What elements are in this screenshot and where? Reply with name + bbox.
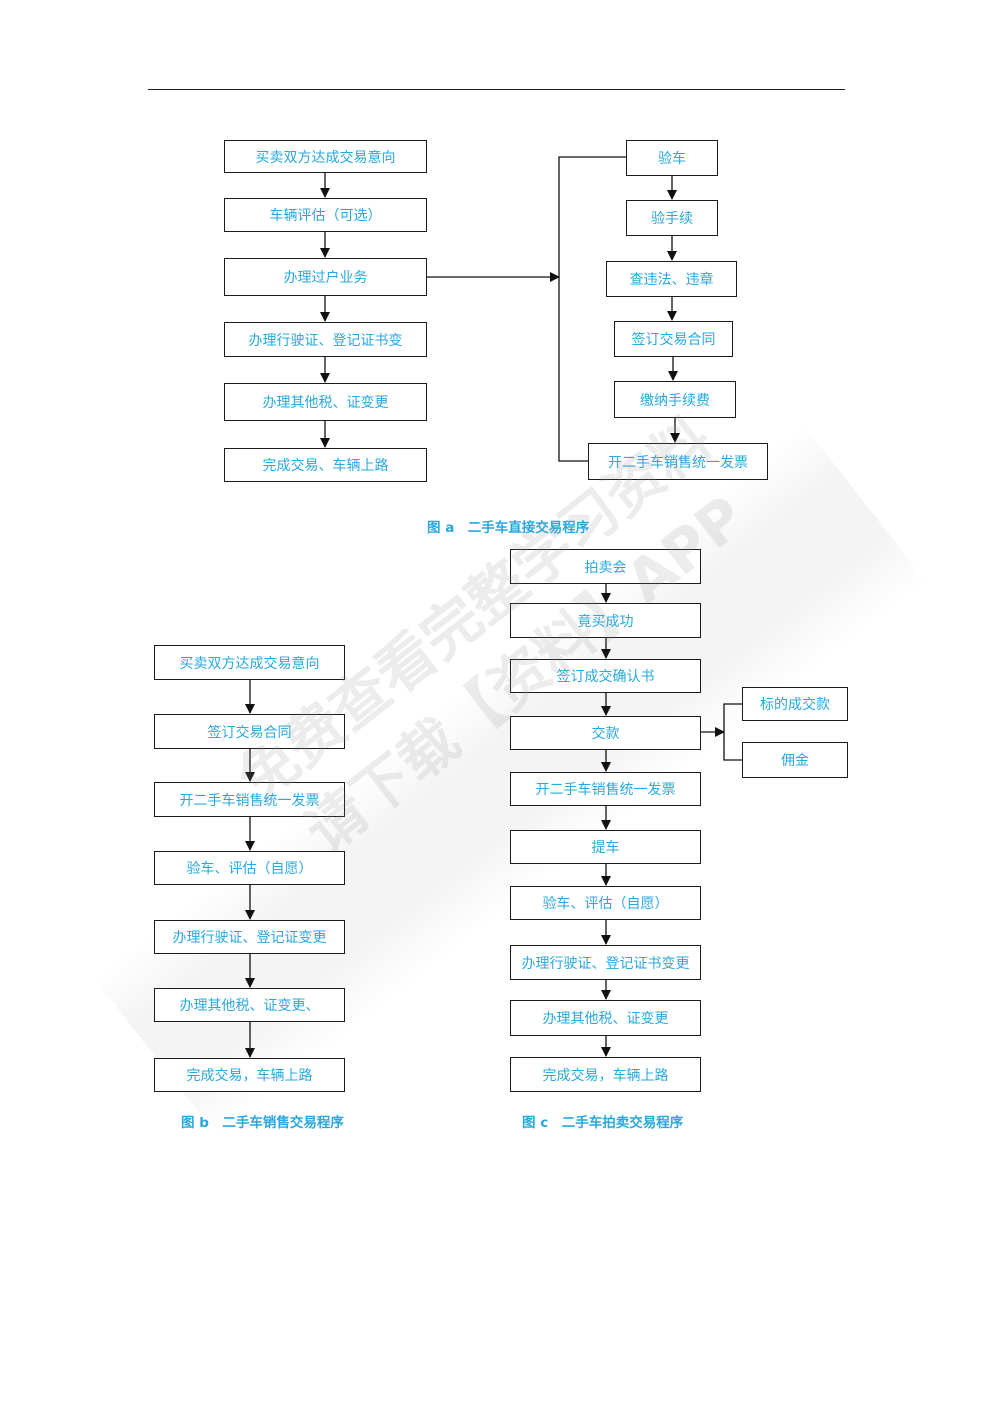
flow-a-right-step: 开二手车销售统一发票 xyxy=(588,443,768,480)
flow-b-step: 签订交易合同 xyxy=(154,714,345,749)
flow-c-step: 开二手车销售统一发票 xyxy=(510,772,701,806)
flow-a-right-step: 签订交易合同 xyxy=(614,321,733,357)
flow-a-left-step: 办理其他税、证变更 xyxy=(224,383,427,421)
figure-b-caption: 图 b 二手车销售交易程序 xyxy=(181,1115,344,1131)
flow-a-right-step: 验手续 xyxy=(626,200,718,236)
flow-a-left-step: 办理行驶证、登记证书变 xyxy=(224,322,427,357)
flow-c-step: 完成交易，车辆上路 xyxy=(510,1057,701,1092)
flow-c-side-step: 佣金 xyxy=(742,742,848,778)
flow-b-step: 完成交易，车辆上路 xyxy=(154,1058,345,1092)
flow-c-step: 拍卖会 xyxy=(510,549,701,584)
figure-c-caption: 图 c 二手车拍卖交易程序 xyxy=(522,1115,684,1131)
flow-b-step: 办理行驶证、登记证变更 xyxy=(154,920,345,954)
flow-c-step: 办理其他税、证变更 xyxy=(510,1000,701,1036)
flow-a-left-step: 买卖双方达成交易意向 xyxy=(224,140,427,173)
flow-b-step: 开二手车销售统一发票 xyxy=(154,782,345,817)
flow-a-right-step: 验车 xyxy=(626,140,718,176)
bracket-a xyxy=(558,156,626,462)
bracket-c xyxy=(723,703,742,761)
flow-a-right-step: 缴纳手续费 xyxy=(614,381,736,418)
flow-a-left-step: 办理过户业务 xyxy=(224,258,427,296)
flow-c-step: 竟买成功 xyxy=(510,603,701,638)
flow-a-left-step: 车辆评估（可选） xyxy=(224,198,427,232)
flow-c-side-step: 标的成交款 xyxy=(742,687,848,721)
header-rule xyxy=(148,89,845,90)
flow-c-step: 验车、评估（自愿） xyxy=(510,886,701,920)
flow-b-step: 买卖双方达成交易意向 xyxy=(154,645,345,680)
flow-c-step: 办理行驶证、登记证书变更 xyxy=(510,945,701,980)
flow-b-step: 验车、评估（自愿） xyxy=(154,851,345,885)
figure-a-caption: 图 a 二手车直接交易程序 xyxy=(427,520,590,536)
flow-b-step: 办理其他税、证变更、 xyxy=(154,988,345,1022)
flow-c-step: 提车 xyxy=(510,830,701,864)
flow-a-right-step: 查违法、违章 xyxy=(606,261,737,297)
flow-a-left-step: 完成交易、车辆上路 xyxy=(224,448,427,482)
flow-c-step: 交款 xyxy=(510,716,701,750)
flow-c-step: 签订成交确认书 xyxy=(510,659,701,693)
